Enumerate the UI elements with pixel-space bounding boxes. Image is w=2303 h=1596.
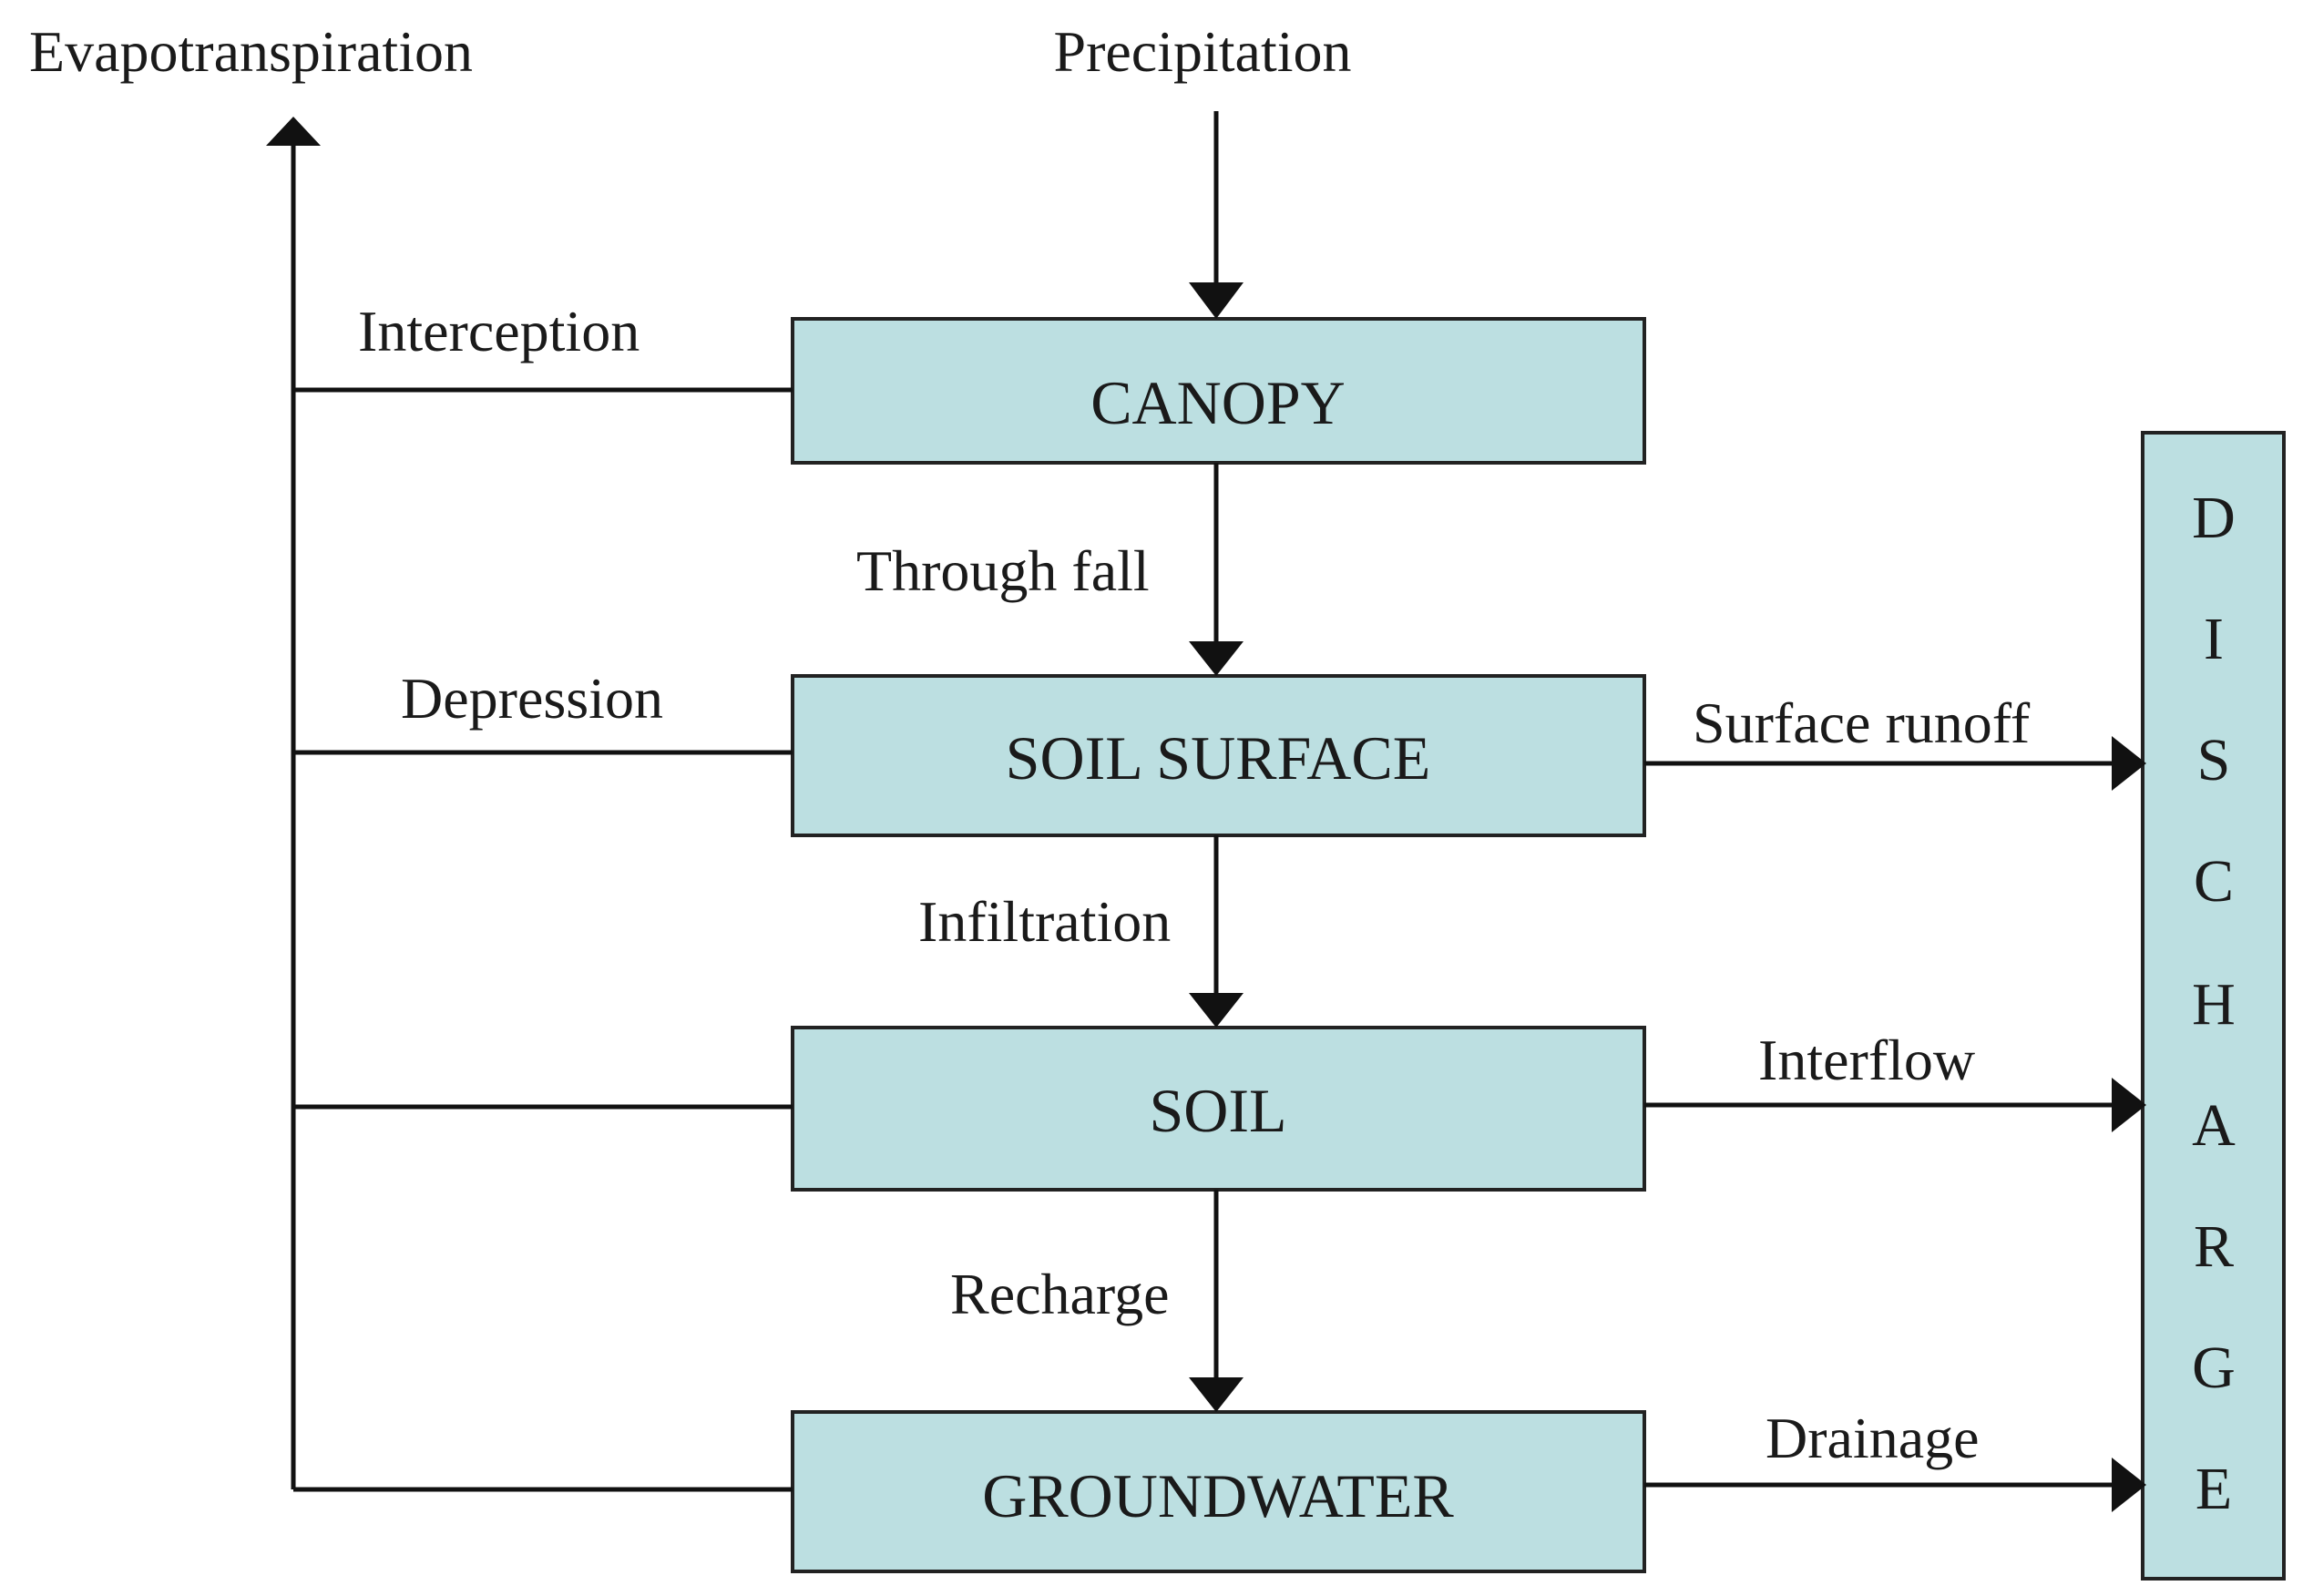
discharge-letter: S: [2197, 727, 2231, 793]
discharge-letter: H: [2192, 971, 2236, 1038]
interflow-arrowhead: [2112, 1078, 2146, 1132]
discharge-letter: A: [2192, 1092, 2236, 1159]
through-fall-label: Through fall: [856, 538, 1150, 603]
infiltration-label: Infiltration: [918, 889, 1171, 954]
precipitation-arrowhead: [1189, 282, 1244, 319]
canopy-box: [791, 317, 1646, 465]
interception-label: Interception: [358, 299, 640, 363]
soil-surface-box: [791, 674, 1646, 837]
surface-runoff-label: Surface runoff: [1693, 691, 2031, 755]
evapotranspiration-label: Evapotranspiration: [29, 19, 473, 84]
infiltration-arrowhead: [1189, 993, 1244, 1028]
soil-surface-label: SOIL SURFACE: [1006, 723, 1431, 793]
discharge-box: [2141, 431, 2286, 1581]
precipitation-label: Precipitation: [1053, 19, 1351, 84]
discharge-letter: R: [2194, 1213, 2234, 1280]
recharge-arrowhead: [1189, 1377, 1244, 1412]
discharge-letter: G: [2192, 1335, 2236, 1401]
evapotranspiration-arrowhead: [266, 117, 321, 146]
discharge-letter: C: [2194, 848, 2234, 915]
drainage-label: Drainage: [1766, 1406, 1980, 1470]
canopy-label: CANOPY: [1090, 368, 1346, 437]
depression-label: Depression: [401, 666, 663, 731]
groundwater-box: [791, 1410, 1646, 1573]
groundwater-label: GROUNDWATER: [982, 1461, 1454, 1530]
recharge-label: Recharge: [950, 1262, 1169, 1326]
discharge-letter: D: [2192, 485, 2236, 551]
discharge-letter: E: [2196, 1456, 2232, 1522]
through-fall-arrowhead: [1189, 641, 1244, 676]
drainage-arrowhead: [2112, 1458, 2146, 1512]
surface-runoff-arrowhead: [2112, 736, 2146, 791]
discharge-label: D I S C H A R G E: [2192, 485, 2236, 1522]
interflow-label: Interflow: [1758, 1028, 1975, 1092]
discharge-letter: I: [2204, 606, 2224, 672]
soil-box: [791, 1026, 1646, 1192]
soil-label: SOIL: [1149, 1076, 1286, 1145]
